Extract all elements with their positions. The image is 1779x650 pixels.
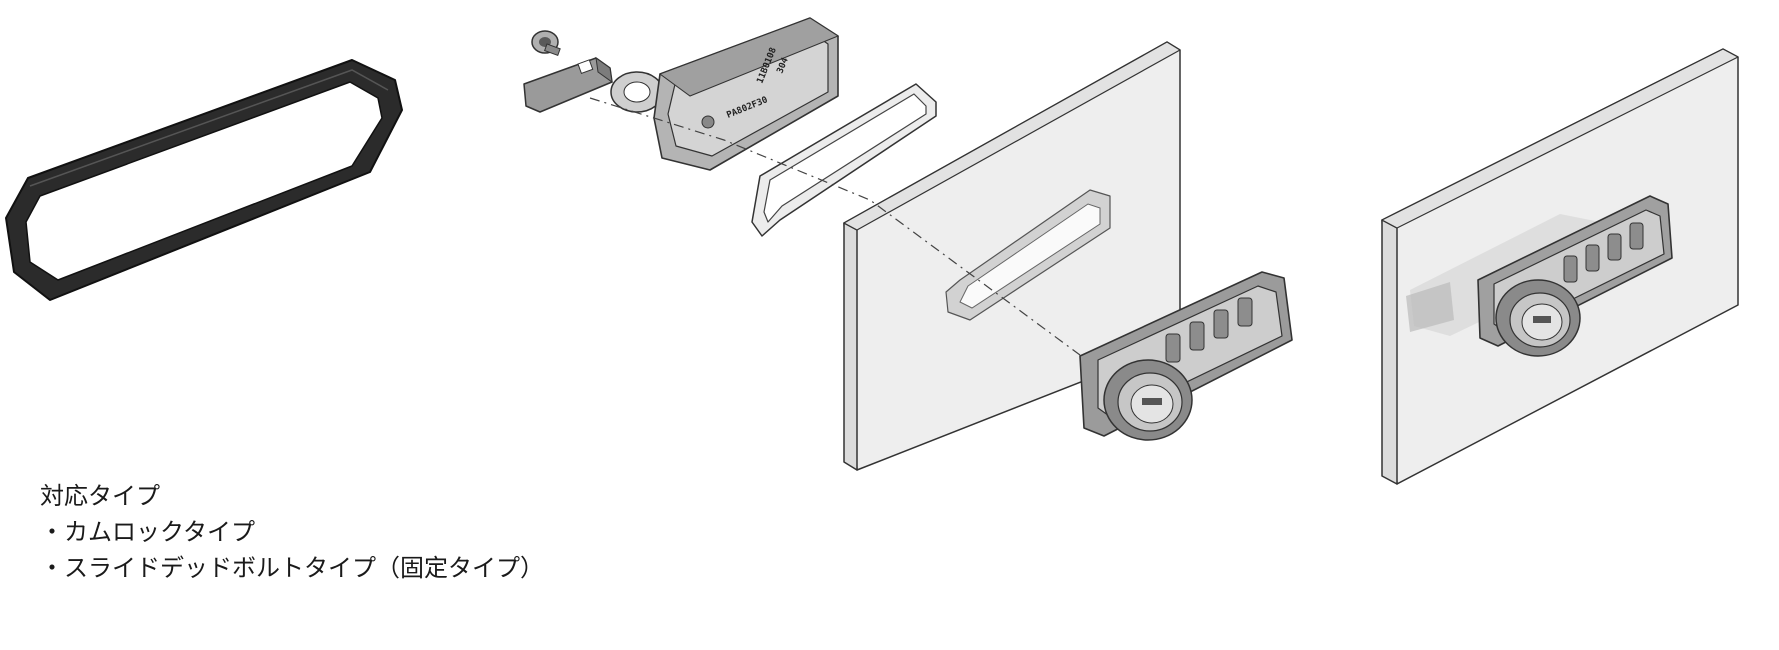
caption-heading: 対応タイプ <box>40 482 160 510</box>
gasket-ring <box>5 59 403 301</box>
caption-item-slide-deadbolt: ・スライドデッドボルトタイプ（固定タイプ） <box>40 554 544 582</box>
cam-plate <box>523 56 613 113</box>
key-cylinder <box>1495 279 1581 357</box>
thin-gasket <box>751 83 937 237</box>
compatible-types-caption: 対応タイプ ・カムロックタイプ ・スライドデッドボルトタイプ（固定タイプ） <box>40 478 544 586</box>
key-cylinder <box>1103 359 1193 441</box>
washer <box>610 71 664 113</box>
dial-wheels <box>1165 297 1253 363</box>
combination-lock-assembled <box>1477 195 1673 357</box>
screw <box>531 30 561 57</box>
dial-wheels <box>1563 222 1644 283</box>
assembly-axis-line <box>589 97 1081 356</box>
combination-lock-front <box>1079 271 1293 441</box>
caption-item-cam-lock: ・カムロックタイプ <box>40 518 256 546</box>
